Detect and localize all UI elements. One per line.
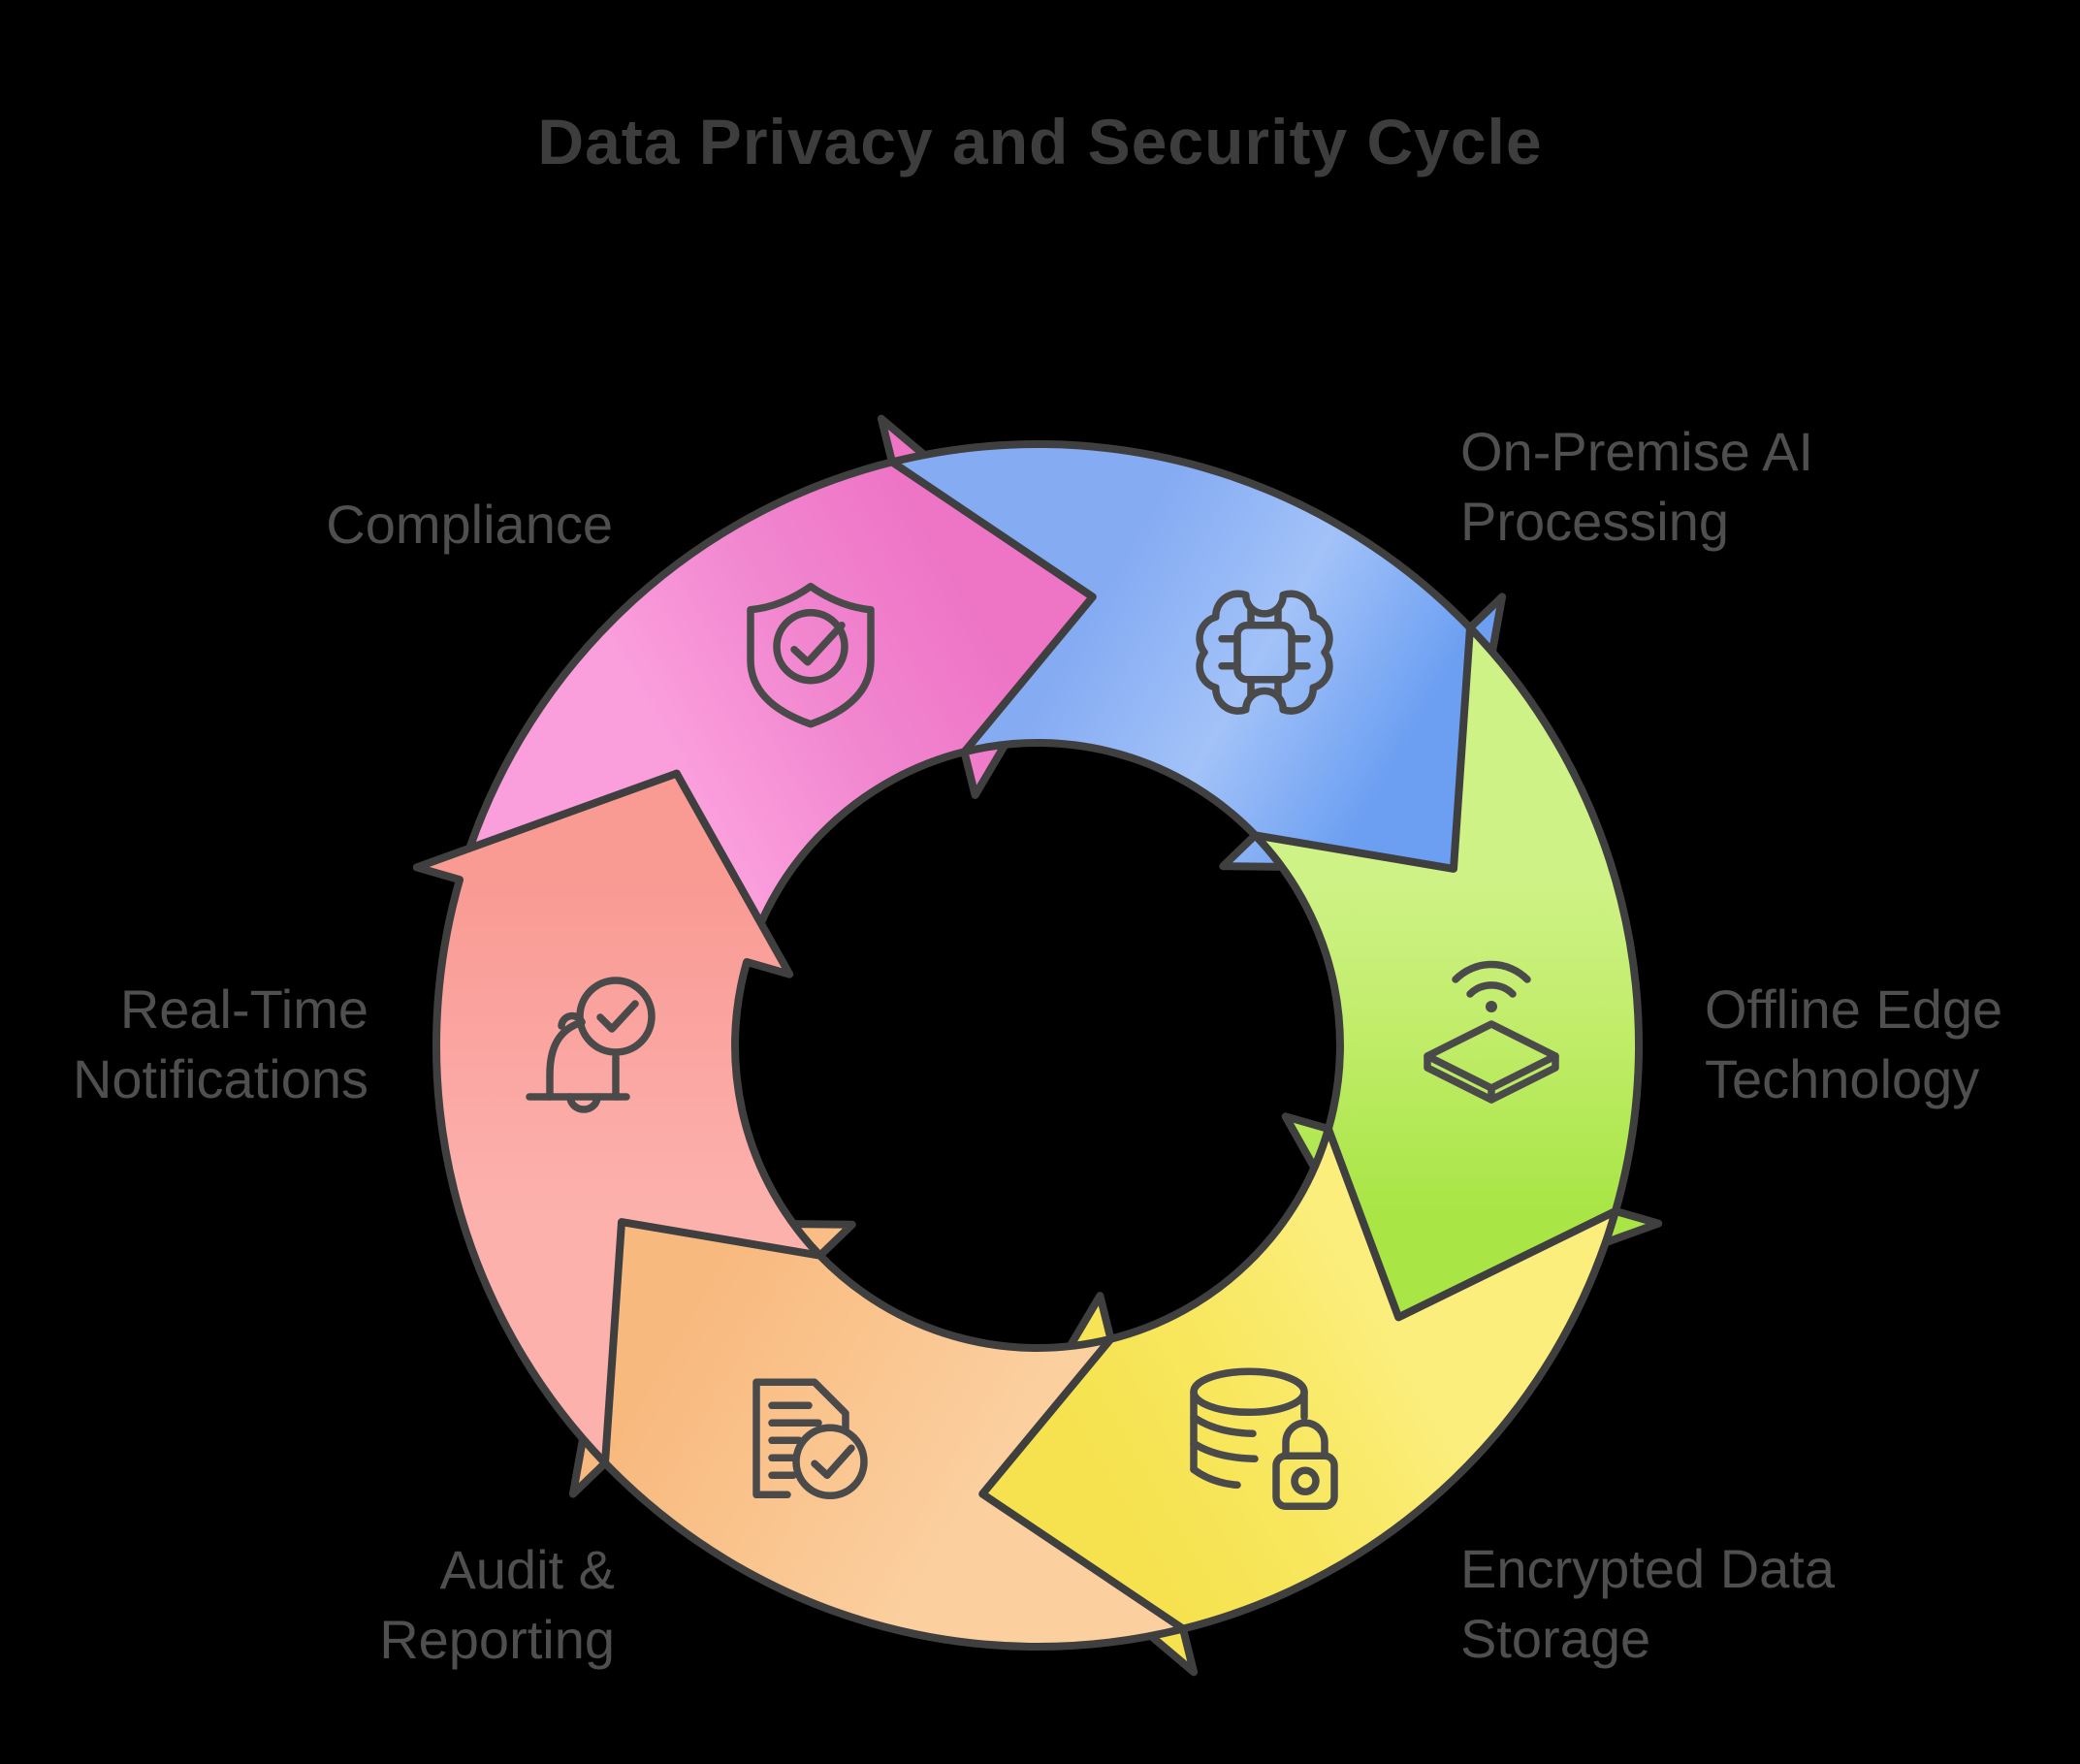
label-line: Compliance xyxy=(326,494,613,555)
bell-check-icon xyxy=(526,977,656,1113)
shield-check-icon xyxy=(747,582,875,728)
edge-device-wifi-icon xyxy=(1424,960,1559,1104)
cycle-arrow-on-premise-ai-processing xyxy=(888,440,1507,873)
label-line: On-Premise AI xyxy=(1460,421,1814,482)
page-title: Data Privacy and Security Cycle xyxy=(537,106,1543,177)
label-line: Audit & xyxy=(439,1539,615,1600)
database-lock-icon xyxy=(1190,1367,1338,1511)
label-line: Notifications xyxy=(72,1048,368,1109)
cycle-arrow-audit-reporting xyxy=(568,1218,1187,1651)
document-check-icon xyxy=(752,1378,868,1500)
cycle-arrow-offline-edge-technology xyxy=(1251,624,1663,1322)
step-label-on-premise-ai-processing: On-Premise AI Processing xyxy=(1460,417,1813,557)
label-line: Processing xyxy=(1460,491,1730,552)
step-label-real-time-notifications: Real-Time Notifications xyxy=(0,975,368,1114)
label-line: Encrypted Data xyxy=(1460,1538,1835,1599)
cycle-arrow-real-time-notifications xyxy=(412,769,824,1467)
label-line: Storage xyxy=(1460,1608,1651,1669)
step-label-compliance: Compliance xyxy=(206,490,613,560)
brain-chip-icon xyxy=(1196,590,1333,715)
label-line: Technology xyxy=(1705,1048,1980,1109)
step-label-encrypted-data-storage: Encrypted Data Storage xyxy=(1460,1534,1835,1674)
step-label-audit-reporting: Audit & Reporting xyxy=(208,1535,615,1675)
step-label-offline-edge-technology: Offline Edge Technology xyxy=(1705,975,2002,1114)
label-line: Reporting xyxy=(379,1609,615,1670)
label-line: Real-Time xyxy=(119,978,368,1040)
cycle-arrow-compliance xyxy=(456,414,1097,966)
label-line: Offline Edge xyxy=(1705,978,2003,1040)
